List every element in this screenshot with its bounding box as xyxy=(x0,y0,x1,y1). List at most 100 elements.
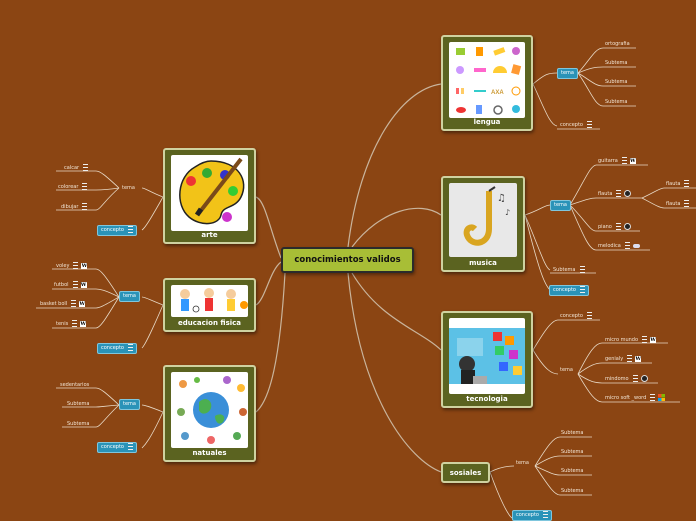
subtopic-micro-mundo[interactable]: micro mundo W xyxy=(605,336,657,344)
subtopic-label: melodica xyxy=(598,243,621,249)
tema-pill[interactable]: tema xyxy=(119,291,140,302)
note-icon[interactable] xyxy=(82,183,88,190)
concepto-item[interactable]: concepto xyxy=(560,312,592,320)
subtopic-item[interactable]: Subtema xyxy=(561,430,584,436)
note-icon[interactable] xyxy=(627,355,633,362)
cloud-icon[interactable] xyxy=(632,243,640,248)
tema-pill[interactable]: tema xyxy=(119,399,140,410)
subtopic-item[interactable]: Subtema xyxy=(605,79,628,85)
note-icon[interactable] xyxy=(73,262,79,269)
concepto-label: concepto xyxy=(101,345,124,351)
note-icon[interactable] xyxy=(128,344,133,351)
subtopic-flauta-child[interactable]: flauta xyxy=(666,180,690,188)
subtopic-item[interactable]: Subtema xyxy=(561,449,584,455)
svg-text:AXA: AXA xyxy=(491,90,504,96)
concepto-label: concepto xyxy=(560,313,583,319)
windows-icon[interactable] xyxy=(658,394,666,401)
earth-nature-icon xyxy=(177,376,247,444)
note-icon[interactable] xyxy=(624,242,630,249)
note-icon[interactable] xyxy=(83,164,89,171)
note-icon[interactable] xyxy=(128,226,133,233)
note-icon[interactable] xyxy=(587,121,592,128)
concepto-pill[interactable]: concepto xyxy=(549,285,589,296)
note-icon[interactable] xyxy=(632,375,638,382)
wikipedia-icon[interactable]: W xyxy=(650,336,657,343)
subtopic-calcar[interactable]: calcar xyxy=(64,164,89,172)
wikipedia-icon[interactable]: W xyxy=(80,281,87,288)
subtopic-label: mindomo xyxy=(605,376,629,382)
topic-educacion-fisica[interactable]: educacion fisica xyxy=(163,278,256,332)
topic-lengua[interactable]: AXA lengua xyxy=(441,35,533,131)
concepto-pill[interactable]: concepto xyxy=(97,225,137,236)
subtopic-item[interactable]: Subtema xyxy=(67,401,90,407)
concepto-item[interactable]: concepto xyxy=(560,121,592,129)
topic-tecnologia[interactable]: tecnologia xyxy=(441,311,533,408)
subtopic-basket-boll[interactable]: basket boll W xyxy=(40,300,86,308)
subtopic-item[interactable]: Subtema xyxy=(553,266,585,274)
tema-item[interactable]: tema xyxy=(122,185,135,191)
subtopic-item[interactable]: Subtema xyxy=(561,488,584,494)
note-icon[interactable] xyxy=(128,443,133,450)
note-icon[interactable] xyxy=(587,312,592,319)
subtopic-sedentarios[interactable]: sedentarios xyxy=(60,382,90,388)
globe-icon[interactable] xyxy=(623,223,631,230)
tema-item[interactable]: tema xyxy=(560,367,573,373)
tema-pill[interactable]: tema xyxy=(550,200,571,211)
tema-pill[interactable]: tema xyxy=(557,68,578,79)
note-icon[interactable] xyxy=(621,157,627,164)
note-icon[interactable] xyxy=(72,320,78,327)
note-icon[interactable] xyxy=(72,281,78,288)
subtopic-flauta-child[interactable]: flauta xyxy=(666,200,690,208)
natuales-image xyxy=(171,372,248,448)
wikipedia-icon[interactable]: W xyxy=(629,157,636,164)
topic-sosiales[interactable]: sosiales xyxy=(441,462,490,483)
subtopic-item[interactable]: Subtema xyxy=(605,60,628,66)
subtopic-item[interactable]: Subtema xyxy=(561,468,584,474)
topic-arte[interactable]: arte xyxy=(163,148,256,244)
subtopic-micro-soft-word[interactable]: micro soft _word xyxy=(605,394,666,402)
note-icon[interactable] xyxy=(615,223,621,230)
note-icon[interactable] xyxy=(650,394,656,401)
note-icon[interactable] xyxy=(543,511,548,518)
topic-musica[interactable]: ♫ ♪ musica xyxy=(441,176,525,272)
subtopic-item[interactable]: Subtema xyxy=(605,99,628,105)
note-icon[interactable] xyxy=(684,200,690,207)
subtopic-label: basket boll xyxy=(40,301,68,307)
subtopic-mindomo[interactable]: mindomo xyxy=(605,375,648,383)
central-topic[interactable]: conocimientos validos xyxy=(281,247,414,273)
note-icon[interactable] xyxy=(82,203,88,210)
subtopic-ortografia[interactable]: ortografia xyxy=(605,41,630,47)
note-icon[interactable] xyxy=(684,180,690,187)
subtopic-flauta[interactable]: flauta xyxy=(598,190,632,198)
globe-icon[interactable] xyxy=(640,375,648,382)
subtopic-dibujar[interactable]: dibujar xyxy=(61,203,88,211)
subtopic-item[interactable]: Subtema xyxy=(67,421,90,427)
wikipedia-icon[interactable]: W xyxy=(79,300,86,307)
kids-sports-icon xyxy=(180,288,248,313)
musica-image: ♫ ♪ xyxy=(449,183,517,257)
subtopic-colorear[interactable]: colorear xyxy=(58,183,88,191)
tema-item[interactable]: tema xyxy=(516,460,529,466)
wikipedia-icon[interactable]: W xyxy=(635,355,642,362)
note-icon[interactable] xyxy=(642,336,648,343)
globe-icon[interactable] xyxy=(624,190,632,197)
subtopic-piano[interactable]: piano xyxy=(598,223,631,231)
concepto-pill[interactable]: concepto xyxy=(97,442,137,453)
subtopic-melodica[interactable]: melodica xyxy=(598,242,640,250)
subtopic-label: micro mundo xyxy=(605,337,639,343)
note-icon[interactable] xyxy=(579,266,585,273)
concepto-pill[interactable]: concepto xyxy=(512,510,552,521)
note-icon[interactable] xyxy=(580,286,585,293)
wikipedia-icon[interactable]: W xyxy=(80,320,87,327)
wikipedia-icon[interactable]: W xyxy=(81,262,88,269)
topic-natuales[interactable]: natuales xyxy=(163,365,256,462)
concepto-pill[interactable]: concepto xyxy=(97,343,137,354)
note-icon[interactable] xyxy=(616,190,622,197)
note-icon[interactable] xyxy=(71,300,77,307)
